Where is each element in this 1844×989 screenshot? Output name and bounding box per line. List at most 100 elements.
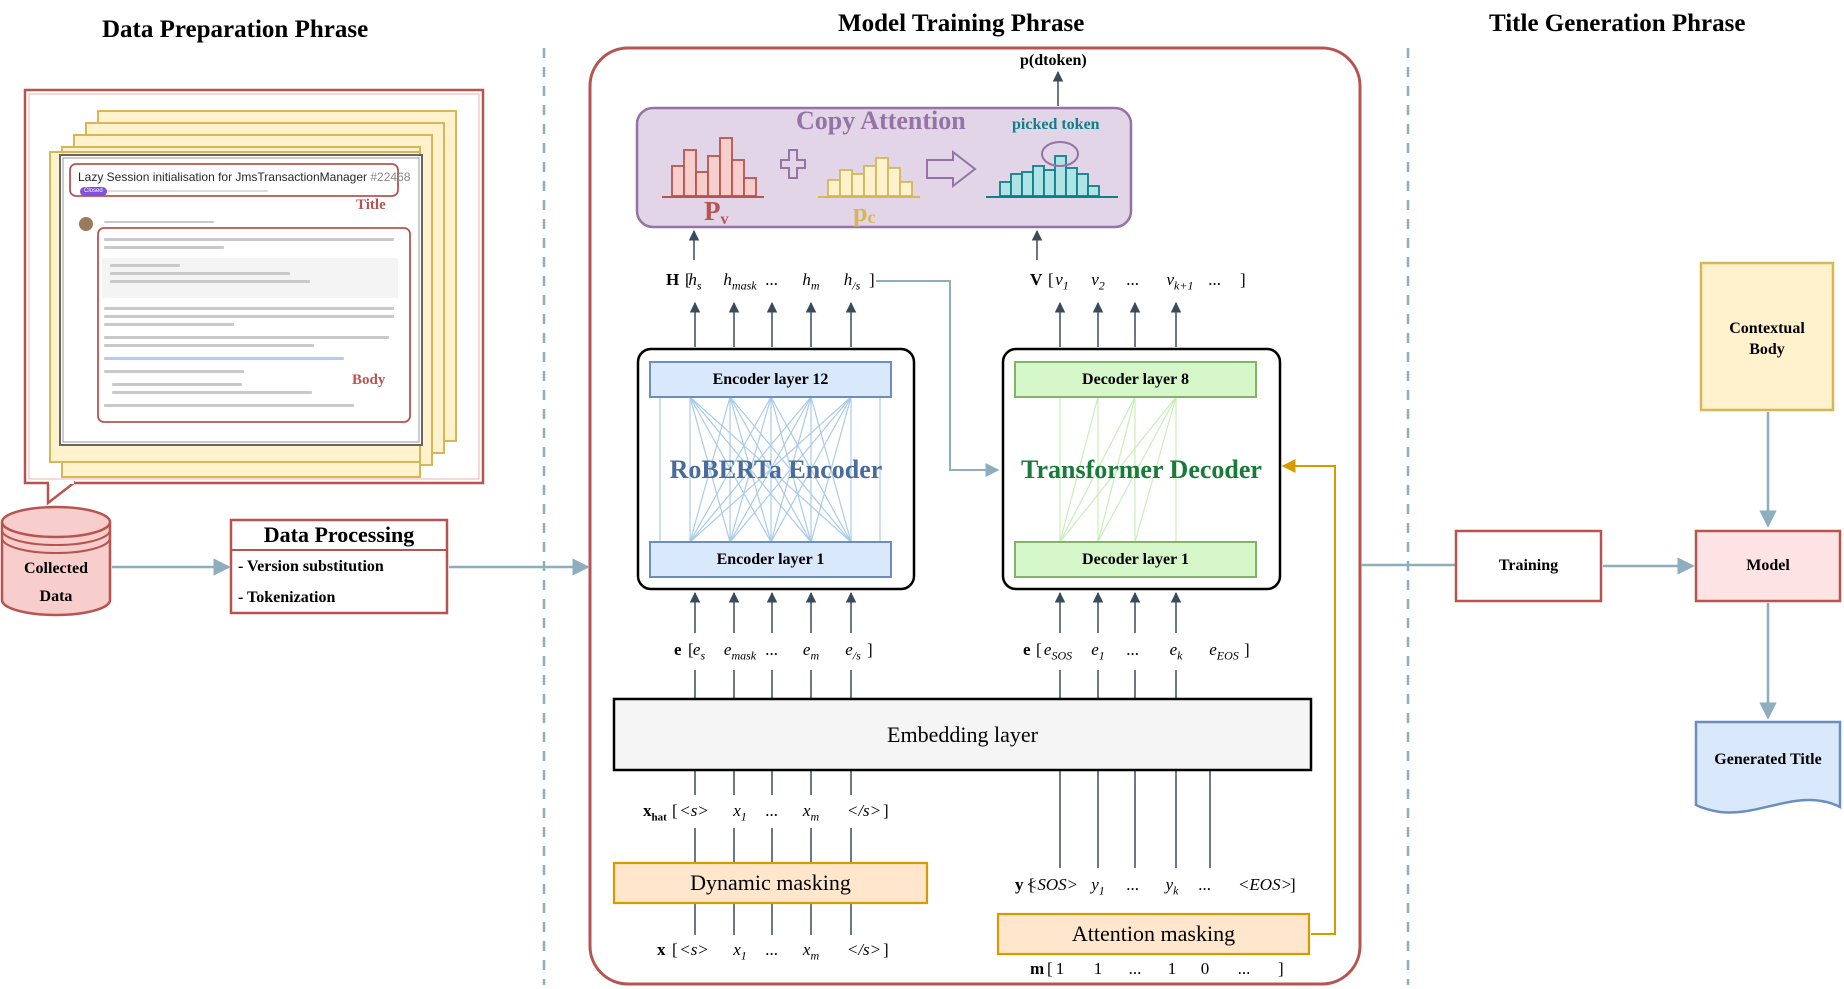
row-token: <s> [679, 940, 709, 959]
row-token: h/s [843, 270, 861, 293]
row-open-bracket: [ [672, 801, 678, 820]
row-token: eSOS [1043, 640, 1073, 663]
row-token: hs [688, 270, 702, 293]
row-token-sub: EOS [1216, 648, 1239, 663]
attention-masking-box [996, 912, 1311, 956]
row-token: e1 [1091, 640, 1105, 663]
row-token-sub: 1 [740, 948, 747, 963]
row-token: es [692, 640, 706, 663]
model-label: Model [1746, 557, 1790, 574]
row-close-bracket: ] [1244, 640, 1250, 659]
row-open-bracket: [ [1036, 640, 1042, 659]
row-prefix: m [1030, 959, 1045, 978]
model-box [1694, 529, 1842, 603]
row-token-sub: m [810, 948, 820, 963]
copy-attention-title: Copy Attention [796, 106, 966, 135]
decoder-layer-8-label: Decoder layer 8 [1082, 370, 1189, 388]
section-title-model-training: Model Training Phrase [838, 10, 1085, 37]
py-histogram [662, 137, 764, 198]
row-token: emask [723, 640, 757, 663]
combined-histogram [986, 155, 1118, 198]
row-token-sub: k [1173, 883, 1179, 898]
row-token-sub: k+1 [1174, 278, 1194, 293]
row-token-sub: SOS [1051, 648, 1073, 663]
section-title-data-prep: Data Preparation Phrase [102, 16, 369, 43]
output-probability-label: p(dtoken) [1020, 52, 1087, 69]
row-token: ... [1237, 959, 1251, 978]
decoder-attention-mesh [1059, 396, 1177, 543]
dynamic-masking-box [612, 861, 929, 905]
row-close-bracket: ] [1240, 270, 1246, 289]
row-token-sub: /s [852, 648, 861, 663]
row-token: v2 [1091, 270, 1105, 293]
right-arrow-shape [926, 149, 977, 189]
data-processing-title: Data Processing [263, 522, 415, 547]
row-token: ... [1128, 959, 1142, 978]
issue-title-text: Lazy Session initialisation for JmsTrans… [78, 170, 411, 184]
row-token: </s> [846, 940, 882, 959]
screenshot-frame [23, 88, 485, 485]
row-token-sub: m [810, 278, 820, 293]
contextual-body-doc [1699, 261, 1835, 412]
row-prefix: xhat [643, 801, 667, 824]
row-token-sub: /s [852, 278, 861, 293]
row-open-bracket: [ [688, 640, 694, 659]
decoder-name: Transformer Decoder [1021, 455, 1262, 484]
generated-title-label: Generated Title [1714, 751, 1822, 768]
row-token: xm [802, 801, 820, 824]
row-token: yk [1165, 875, 1179, 898]
row-prefix: x [657, 940, 666, 959]
row-close-bracket: ] [867, 640, 873, 659]
row-token: 1 [1167, 959, 1177, 978]
generated-title-doc [1694, 720, 1842, 814]
encoder-layer-12-label: Encoder layer 12 [712, 370, 829, 388]
row-token: 1 [1055, 959, 1065, 978]
data-processing-box [229, 518, 449, 615]
plus-sign [780, 149, 806, 179]
row-token: em [802, 640, 820, 663]
data-processing-item-1: - Version substitution [238, 558, 384, 575]
row-open-bracket: [ [685, 270, 691, 289]
picked-token-label: picked token [1012, 116, 1100, 133]
training-box [1454, 529, 1603, 603]
row-prefix: y [1015, 875, 1024, 894]
row-close-bracket: ] [1278, 959, 1284, 978]
collected-data-label: Collected Data [24, 560, 88, 605]
row-token: ... [765, 270, 779, 289]
row-token-sub: k [1177, 648, 1183, 663]
issue-title-box [69, 163, 399, 197]
row-token-sub: s [700, 648, 706, 663]
row-open-bracket: [ [672, 940, 678, 959]
row-token: <s> [679, 801, 709, 820]
row-token: y1 [1091, 875, 1105, 898]
encoder-layer-12 [649, 361, 892, 398]
row-token: xm [802, 940, 820, 963]
body-tag: Body [352, 372, 386, 388]
row-token: ... [1198, 875, 1212, 894]
embedding-layer-box [612, 697, 1313, 772]
py-label: Pv [704, 196, 729, 228]
collected-data-cylinder [0, 505, 112, 617]
attention-masking-label: Attention masking [1071, 921, 1236, 946]
row-token-sub: mask [731, 278, 757, 293]
row-prefix: V [1030, 270, 1043, 289]
data-processing-item-2: - Tokenization [238, 589, 336, 606]
row-token: </s> [846, 801, 882, 820]
row-token-sub: m [810, 648, 820, 663]
row-token: ... [765, 940, 779, 959]
training-label: Training [1498, 557, 1559, 574]
row-close-bracket: ] [1290, 875, 1296, 894]
row-open-bracket: [ [1047, 959, 1053, 978]
row-token: ... [1126, 270, 1140, 289]
encoder-layer-1-label: Encoder layer 1 [716, 550, 825, 568]
row-token: eEOS [1209, 640, 1239, 663]
row-token: ... [765, 640, 779, 659]
decoder-block [1001, 347, 1282, 591]
issue-body-box [97, 227, 411, 423]
row-token: ... [765, 801, 779, 820]
row-token: <SOS> [1025, 875, 1079, 894]
row-token-sub: 2 [1098, 278, 1105, 293]
row-token-sub: s [696, 278, 702, 293]
model-training-container [588, 46, 1362, 986]
